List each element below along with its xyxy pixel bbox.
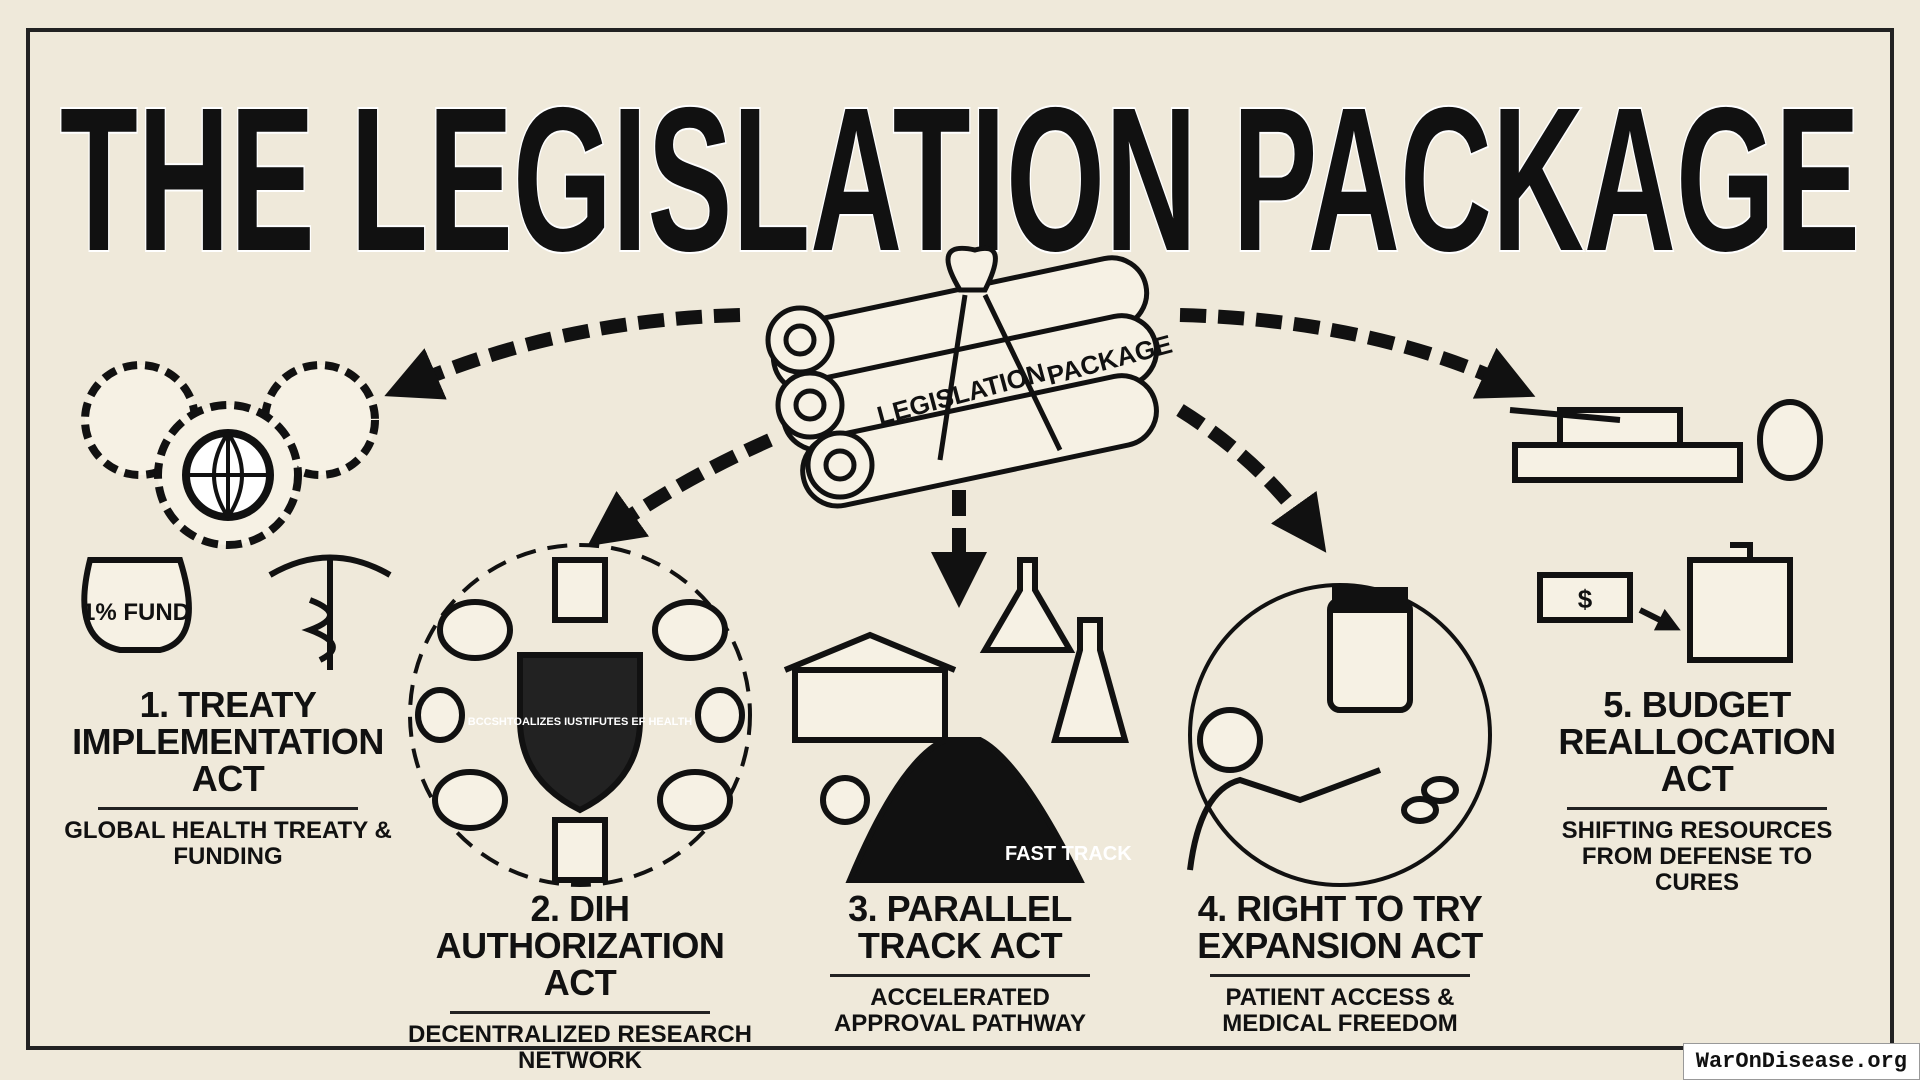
dollar-bill-text: $ [1578, 584, 1593, 614]
act-title: 4. RIGHT TO TRY EXPANSION ACT [1197, 888, 1483, 966]
arrow-to-act-5 [1179, 308, 1536, 399]
act-subtitle: PATIENT ACCESS & MEDICAL FREEDOM [1222, 984, 1458, 1037]
act-title: 5. BUDGET REALLOCATION ACT [1558, 684, 1836, 799]
gears-globe-icon [81, 361, 379, 549]
act-1: 1. TREATY IMPLEMENTATION ACT GLOBAL HEAL… [63, 686, 393, 870]
divider [830, 974, 1090, 977]
act-3: 3. PARALLEL TRACK ACT ACCELERATED APPROV… [810, 890, 1110, 1037]
divider [98, 807, 358, 810]
poster-frame [26, 28, 1894, 1050]
tank-to-hospital-icon [1509, 399, 1823, 663]
dashed-arrows [384, 308, 1536, 608]
act-2: 2. DIH AUTHORIZATION ACT DECENTRALIZED R… [400, 890, 760, 1074]
act-4: 4. RIGHT TO TRY EXPANSION ACT PATIENT AC… [1190, 890, 1490, 1037]
arrow-to-act-1 [384, 308, 741, 400]
act-subtitle: GLOBAL HEALTH TREATY & FUNDING [64, 817, 392, 870]
arrow-to-act-2 [587, 433, 773, 547]
svg-text:1% FUND: 1% FUND [82, 599, 190, 626]
caduceus-icon [268, 554, 392, 670]
act-subtitle: DECENTRALIZED RESEARCH NETWORK [407, 1021, 752, 1074]
act-title: 1. TREATY IMPLEMENTATION ACT [72, 684, 384, 799]
shield-text: BCCSHTOALIZES IUSTIFUTES EF HEALTH [468, 716, 693, 728]
scroll-bundle-icon: LEGISLATION PACKAGE [765, 245, 1175, 509]
act-subtitle: SHIFTING RESOURCES FROM DEFENSE TO CURES [1561, 817, 1833, 896]
patient-medicine-icon [1187, 583, 1492, 887]
capitol-road-icon [783, 557, 1129, 883]
arrow-to-act-4 [1176, 404, 1327, 553]
research-network-icon [408, 543, 752, 887]
act-5: 5. BUDGET REALLOCATION ACT SHIFTING RESO… [1547, 686, 1847, 896]
divider [1210, 974, 1470, 977]
act-title: 3. PARALLEL TRACK ACT [848, 888, 1072, 966]
divider [1567, 807, 1827, 810]
act-subtitle: ACCELERATED APPROVAL PATHWAY [833, 984, 1087, 1037]
act-title: 2. DIH AUTHORIZATION ACT [435, 888, 725, 1003]
fast-track-label: FAST TRACK [1005, 843, 1132, 865]
watermark-link[interactable]: WarOnDisease.org [1682, 1043, 1920, 1080]
money-bag-icon: 1% FUND [81, 557, 192, 653]
divider [450, 1011, 710, 1014]
